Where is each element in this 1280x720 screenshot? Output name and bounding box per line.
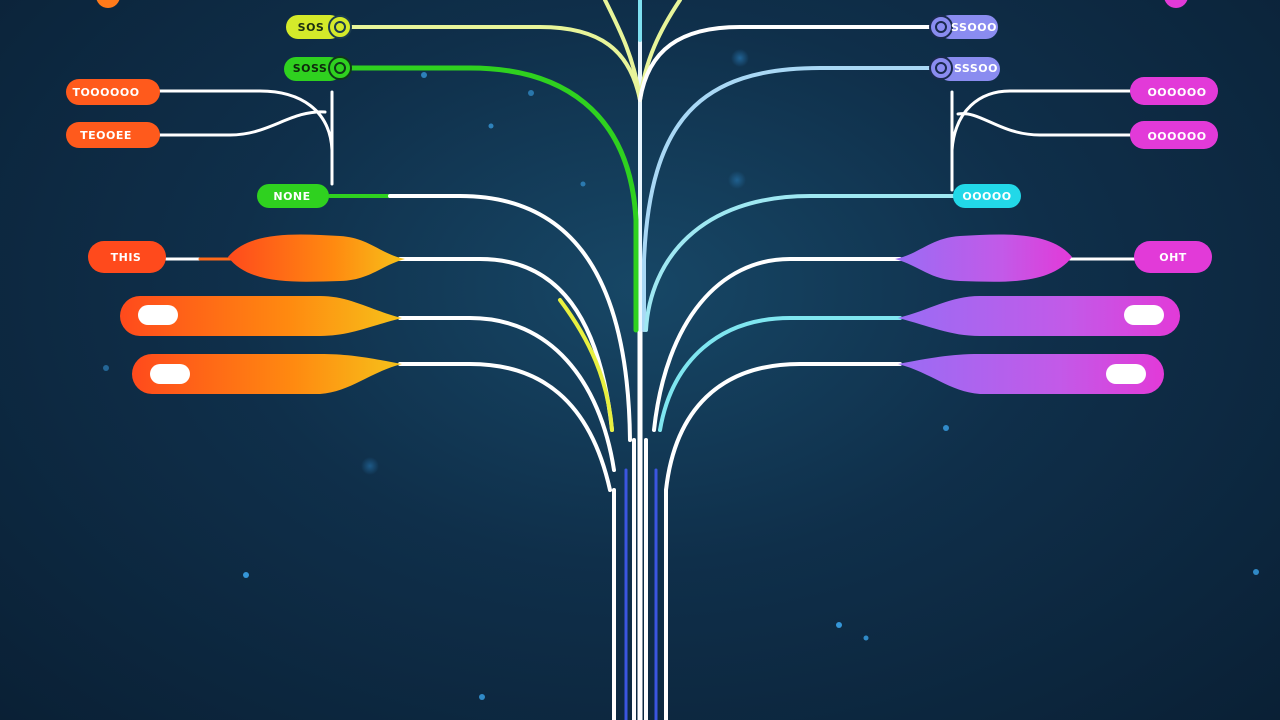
pod-left-1	[228, 234, 405, 282]
tag-top-green-label: SOSS	[293, 62, 328, 75]
tag-mid-green-label: NONE	[273, 190, 310, 203]
tag-magenta-1-label: OOOOOO	[1147, 86, 1206, 99]
pod-right-1	[895, 234, 1072, 282]
right-branches	[638, 25, 1137, 492]
tag-magenta-lower: OHT	[1134, 241, 1212, 273]
pod-left-3-pill	[150, 364, 190, 384]
tag-mid-cyan: OOOOO	[953, 184, 1021, 208]
tag-orange-2-label: TEOOEE	[80, 129, 132, 142]
tag-magenta-1: OOOOOO	[1130, 77, 1218, 105]
tag-magenta-lower-label: OHT	[1159, 251, 1187, 264]
tag-top-yellow-label: SOS	[298, 21, 325, 34]
tag-orange-1-label: TOOOOOO	[72, 86, 139, 99]
tag-mid-green: NONE	[257, 184, 329, 208]
pod-left-2-pill	[138, 305, 178, 325]
left-branches	[156, 25, 642, 492]
pod-left-3	[132, 354, 402, 394]
pod-right-2-pill	[1124, 305, 1164, 325]
tag-top-yellow: SOS	[286, 15, 352, 39]
tag-red: THIS	[88, 241, 166, 273]
tag-mid-cyan-label: OOOOO	[962, 190, 1011, 203]
pod-right-3	[898, 354, 1164, 394]
corner-dot-right	[1164, 0, 1188, 8]
pod-left-2	[120, 296, 402, 336]
pod-right-2	[898, 296, 1180, 336]
tag-periwinkle-1-label: SSOOO	[951, 21, 997, 34]
tag-red-label: THIS	[111, 251, 142, 264]
tag-orange-2: TEOOEE	[66, 122, 160, 148]
trunk	[612, 0, 668, 720]
right-tags: SSOOO SSSOO OOOOOO OOOOOO OOOOO OHT	[895, 15, 1218, 394]
pod-right-3-pill	[1106, 364, 1146, 384]
tag-top-green: SOSS	[284, 56, 352, 81]
left-tags: SOS SOSS TOOOOOO TEOOEE NONE THIS	[66, 15, 405, 394]
corner-dot-left	[96, 0, 120, 8]
tag-periwinkle-2-label: SSSOO	[954, 62, 998, 75]
tag-magenta-2: OOOOOO	[1130, 121, 1218, 149]
tag-magenta-2-label: OOOOOO	[1147, 130, 1206, 143]
tag-orange-1: TOOOOOO	[66, 79, 160, 105]
tag-periwinkle-2: SSSOO	[929, 56, 1000, 81]
tag-periwinkle-1: SSOOO	[929, 15, 998, 39]
